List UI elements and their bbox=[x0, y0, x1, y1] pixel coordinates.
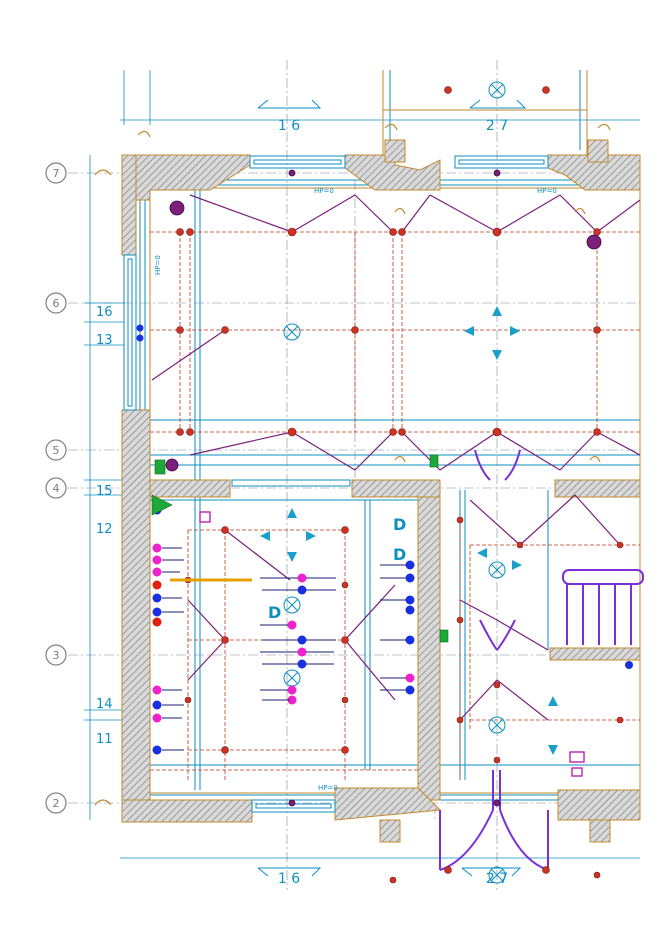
dimension-lines bbox=[84, 70, 640, 859]
hp-annotation-left-wall: HP=0 bbox=[154, 255, 162, 275]
grid-label-2: 2 bbox=[53, 797, 60, 810]
grid-label-5: 5 bbox=[53, 444, 60, 457]
section-mark-bottom-right: 2 7 bbox=[486, 871, 508, 887]
stair-area bbox=[439, 449, 644, 871]
hp-annotation-bottom: HP=0 bbox=[318, 784, 338, 792]
panel-boxes bbox=[199, 511, 585, 777]
dim-label-16: 16 bbox=[96, 305, 113, 320]
cyan-arrows bbox=[260, 306, 558, 755]
windows bbox=[123, 155, 549, 813]
dim-label-11: 11 bbox=[96, 732, 113, 747]
dim-label-14: 14 bbox=[96, 697, 113, 712]
dim-label-15: 15 bbox=[96, 484, 113, 499]
section-mark-bottom-left: 1 6 bbox=[278, 871, 300, 887]
hp-annotation-top-right: HP=0 bbox=[537, 187, 557, 195]
purple-fixtures bbox=[165, 169, 602, 807]
walls bbox=[121, 139, 641, 843]
grid-label-3: 3 bbox=[53, 649, 60, 662]
section-mark-top-right: 2 7 bbox=[486, 118, 508, 134]
ceiling-fixtures bbox=[283, 81, 506, 884]
green-elements bbox=[151, 454, 449, 643]
grid-label-6: 6 bbox=[53, 297, 60, 310]
dim-label-13: 13 bbox=[96, 333, 113, 348]
outlets-blue bbox=[136, 324, 633, 755]
section-arrows bbox=[257, 99, 527, 877]
door-swings bbox=[94, 123, 611, 806]
grid-label-4: 4 bbox=[53, 482, 60, 495]
red-dashed-cables bbox=[150, 231, 640, 780]
dim-label-12: 12 bbox=[96, 522, 113, 537]
outlet-wiring bbox=[162, 547, 406, 751]
purple-lighting-lines bbox=[151, 194, 641, 721]
outlets-red bbox=[152, 580, 162, 627]
section-mark-top-left: 1 6 bbox=[278, 118, 300, 134]
luminaires-red bbox=[176, 86, 624, 884]
hp-annotation-top-left: HP=0 bbox=[314, 187, 334, 195]
symbol-d: D bbox=[393, 545, 406, 564]
outlets-magenta bbox=[152, 543, 415, 723]
grid-bubbles bbox=[45, 162, 67, 814]
grid-label-7: 7 bbox=[53, 167, 60, 180]
symbol-d: D bbox=[393, 515, 406, 534]
symbol-d: D bbox=[268, 603, 281, 622]
